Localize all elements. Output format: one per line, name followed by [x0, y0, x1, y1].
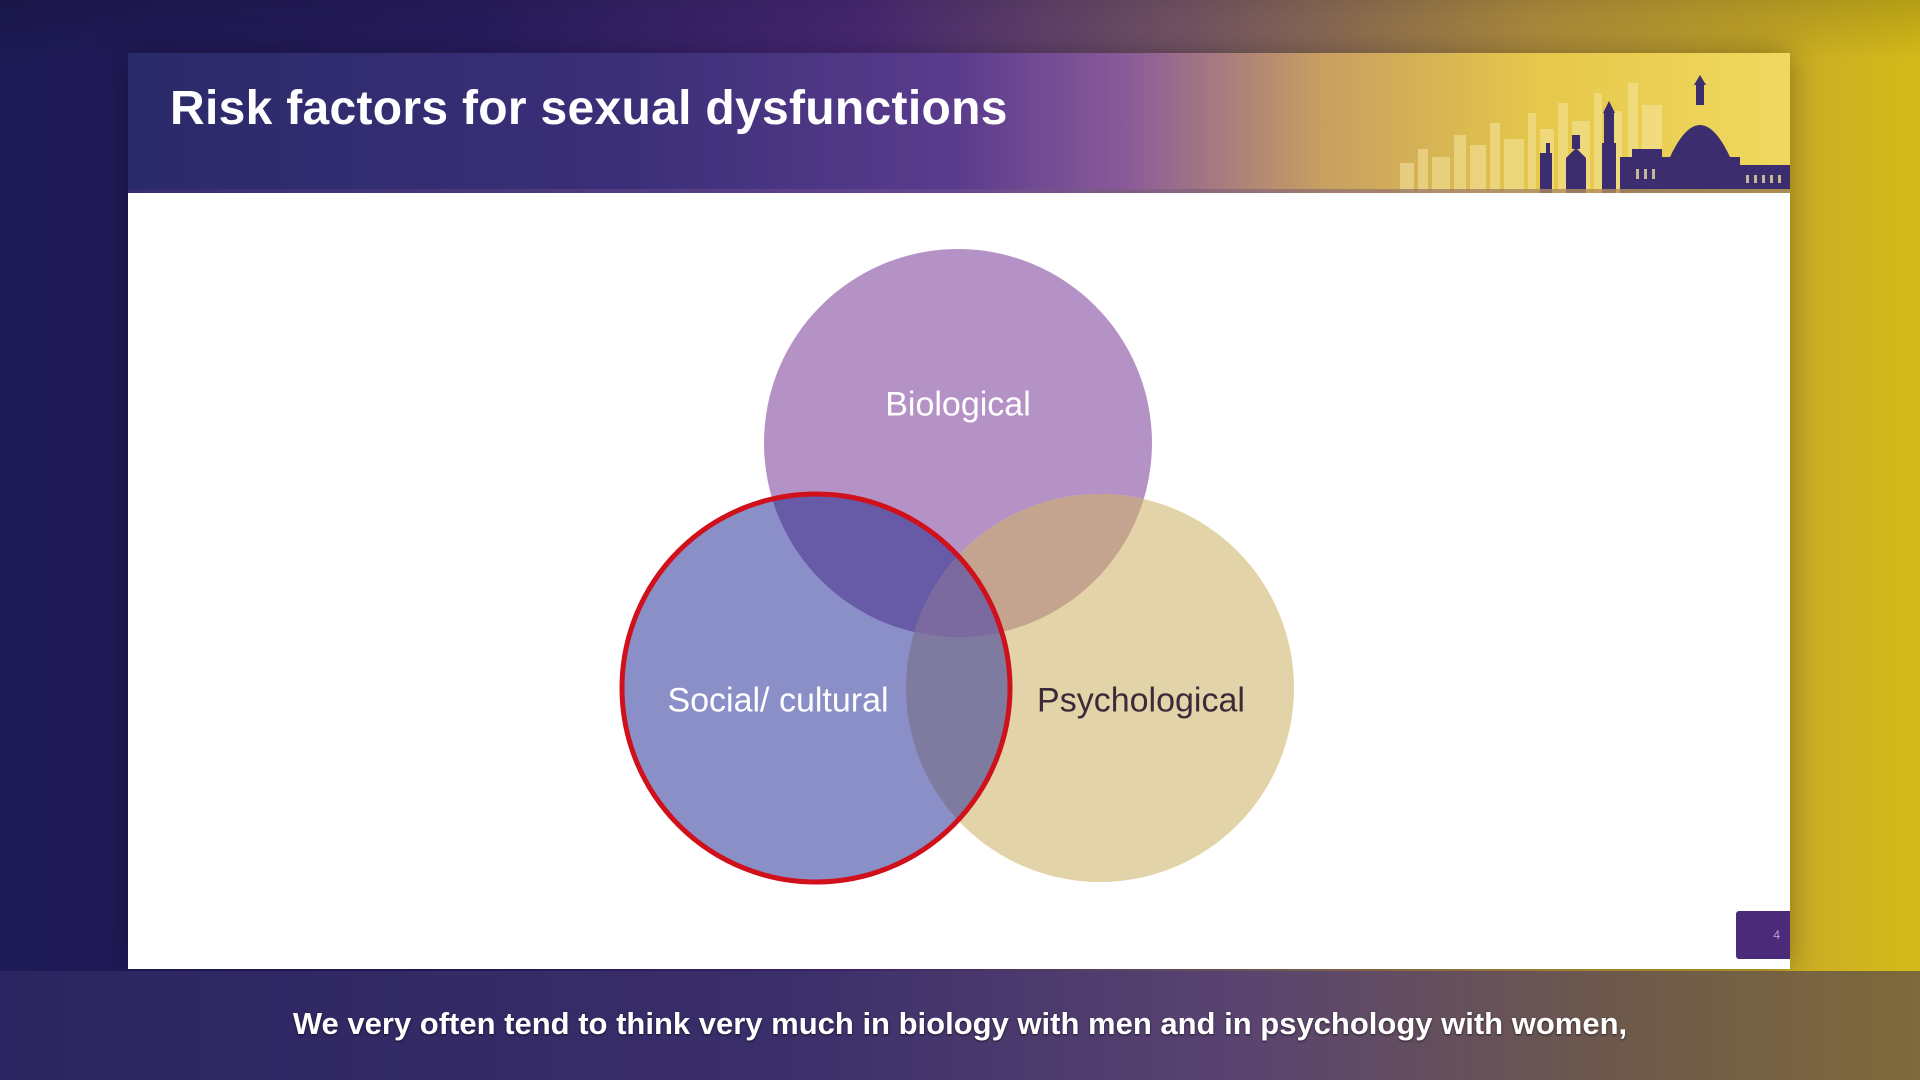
venn-label-social: Social/ cultural — [667, 682, 888, 721]
subtitle-text: We very often tend to think very much in… — [293, 1006, 1627, 1042]
presentation-slide: Risk factors for sexual dysfunctions — [128, 53, 1790, 969]
venn-diagram — [128, 53, 1790, 969]
venn-label-biological: Biological — [885, 386, 1031, 425]
venn-label-psychological: Psychological — [1037, 682, 1245, 721]
background-glow — [0, 0, 1920, 60]
slide-page-number: 4 — [1736, 911, 1790, 959]
subtitle-bar: We very often tend to think very much in… — [0, 971, 1920, 1080]
